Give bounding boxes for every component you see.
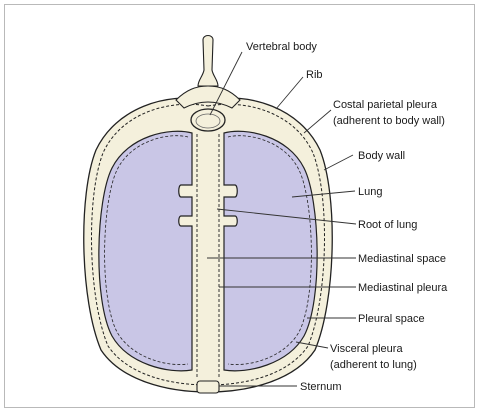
left-lung [99, 131, 192, 371]
label-body-wall: Body wall [358, 150, 405, 162]
label-lung: Lung [358, 186, 382, 198]
label-vertebral-body: Vertebral body [246, 41, 317, 53]
label-costal-parietal-pleura: Costal parietal pleura [333, 99, 438, 111]
right-lung [224, 131, 317, 371]
spinous-process [198, 36, 218, 87]
label-visceral-pleura-note: (adherent to lung) [330, 359, 417, 371]
label-rib: Rib [306, 69, 323, 81]
label-root-of-lung: Root of lung [358, 219, 417, 231]
label-visceral-pleura: Visceral pleura [330, 343, 403, 355]
sternum [197, 381, 219, 393]
label-sternum: Sternum [300, 381, 342, 393]
leader-costal-parietal-pleura [304, 110, 331, 133]
leader-body-wall [324, 155, 353, 170]
label-pleural-space: Pleural space [358, 313, 425, 325]
label-costal-parietal-pleura-note: (adherent to body wall) [333, 115, 445, 127]
label-mediastinal-pleura: Mediastinal pleura [358, 282, 448, 294]
label-mediastinal-space: Mediastinal space [358, 253, 446, 265]
leader-rib [276, 77, 303, 109]
